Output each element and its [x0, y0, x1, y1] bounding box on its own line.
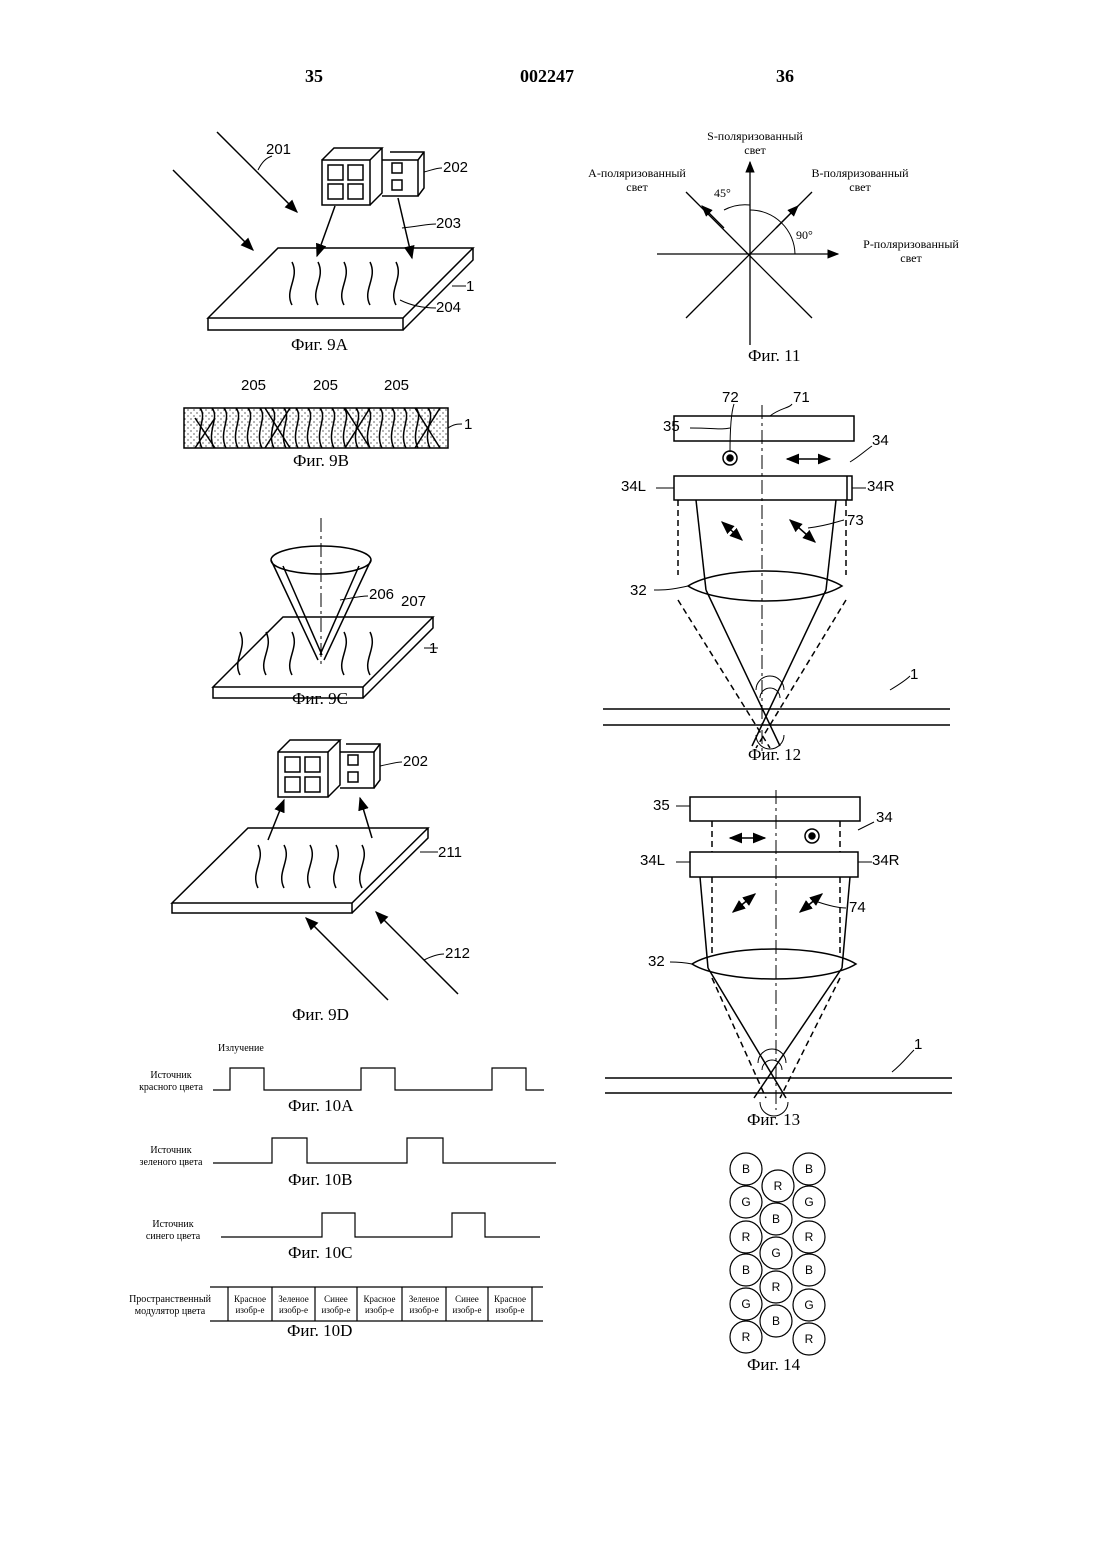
fig11-p-polarized-label: Р-поляризованныйсвет [852, 237, 970, 265]
ref-34-fig13: 34 [876, 809, 893, 826]
fig10d-cell: Зеленоеизобр-е [402, 1290, 446, 1320]
ref-34R-fig13: 34R [872, 852, 900, 869]
caption-fig10b: Фиг. 10В [288, 1170, 352, 1190]
page-number-left: 35 [305, 66, 323, 87]
fig14-circle-label: G [733, 1291, 759, 1317]
fig10d-cell: Синееизобр-е [446, 1290, 488, 1320]
ref-34-fig12: 34 [872, 432, 889, 449]
caption-fig9d: Фиг. 9D [292, 1005, 349, 1025]
caption-fig9b: Фиг. 9В [293, 451, 349, 471]
fig14-circle-label: B [733, 1156, 759, 1182]
caption-fig10d: Фиг. 10D [287, 1321, 352, 1341]
fig14-circle-label: R [733, 1224, 759, 1250]
fig10-waveforms [210, 1068, 556, 1321]
fig9d-drawing [172, 740, 458, 1000]
caption-fig10a: Фиг. 10А [288, 1096, 353, 1116]
ref-32-fig13: 32 [648, 953, 665, 970]
fig10-red-source-label: Источниккрасного цвета [128, 1070, 214, 1094]
fig11-s-polarized-label: S-поляризованныйсвет [700, 129, 810, 157]
fig14-circle-label: R [796, 1224, 822, 1250]
ref-1-fig12: 1 [910, 666, 918, 683]
fig10d-cell: Красноеизобр-е [357, 1290, 402, 1320]
ref-72: 72 [722, 389, 739, 406]
ref-202-fig9d: 202 [403, 753, 428, 770]
ref-206: 206 [369, 586, 394, 603]
ref-205-c: 205 [384, 377, 409, 394]
fig14-circle-label: B [763, 1308, 789, 1334]
fig14-circle-label: G [733, 1189, 759, 1215]
caption-fig13: Фиг. 13 [747, 1110, 800, 1130]
fig14-circle-label: B [796, 1156, 822, 1182]
fig10d-cell: Зеленоеизобр-е [272, 1290, 315, 1320]
ref-1-fig13: 1 [914, 1036, 922, 1053]
fig14-circle-label: B [796, 1257, 822, 1283]
document-number: 002247 [520, 66, 574, 87]
fig14-circle-label: R [796, 1326, 822, 1352]
fig11-b-polarized-label: В-поляризованныйсвет [800, 166, 920, 194]
fig10d-cell: Красноеизобр-е [228, 1290, 272, 1320]
caption-fig11: Фиг. 11 [748, 346, 800, 366]
fig14-circle-label: R [765, 1173, 791, 1199]
fig10d-cell: Красноеизобр-е [488, 1290, 532, 1320]
ref-205-a: 205 [241, 377, 266, 394]
ref-202: 202 [443, 159, 468, 176]
fig12-drawing [603, 404, 950, 755]
page-number-right: 36 [776, 66, 794, 87]
caption-fig9a: Фиг. 9А [291, 335, 348, 355]
fig11-angle-90: 90° [796, 228, 813, 242]
caption-fig9c: Фиг. 9С [292, 689, 348, 709]
fig9b-drawing [184, 408, 462, 448]
caption-fig14: Фиг. 14 [747, 1355, 800, 1375]
ref-35-fig12: 35 [663, 418, 680, 435]
ref-71: 71 [793, 389, 810, 406]
fig10-emission-label: Излучение [218, 1043, 264, 1055]
ref-211: 211 [438, 844, 462, 861]
ref-34L-fig12: 34L [621, 478, 646, 495]
fig14-circle-label: R [733, 1324, 759, 1350]
ref-73: 73 [847, 512, 864, 529]
caption-fig10c: Фиг. 10С [288, 1243, 352, 1263]
fig10d-cell: Синееизобр-е [315, 1290, 357, 1320]
ref-205-b: 205 [313, 377, 338, 394]
ref-32-fig12: 32 [630, 582, 647, 599]
fig11-a-polarized-label: А-поляризованныйсвет [582, 166, 692, 194]
ref-212: 212 [445, 945, 470, 962]
fig14-circle-label: G [763, 1240, 789, 1266]
fig14-circle-label: B [763, 1206, 789, 1232]
fig14-circle-label: R [763, 1274, 789, 1300]
ref-203: 203 [436, 215, 461, 232]
fig11-angle-45: 45° [714, 186, 731, 200]
ref-35-fig13: 35 [653, 797, 670, 814]
fig14-circle-label: B [733, 1257, 759, 1283]
fig14-circle-label: G [796, 1189, 822, 1215]
ref-201: 201 [266, 141, 291, 158]
ref-34R-fig12: 34R [867, 478, 895, 495]
fig10-blue-source-label: Источниксинего цвета [128, 1219, 218, 1243]
ref-207: 207 [401, 593, 426, 610]
fig14-circle-label: G [796, 1292, 822, 1318]
ref-1-fig9b: 1 [464, 416, 472, 433]
ref-204: 204 [436, 299, 461, 316]
fig10-green-source-label: Источникзеленого цвета [128, 1145, 214, 1169]
ref-34L-fig13: 34L [640, 852, 665, 869]
ref-74: 74 [849, 899, 866, 916]
caption-fig12: Фиг. 12 [748, 745, 801, 765]
fig9a-drawing [173, 132, 473, 330]
ref-1-fig9a: 1 [466, 278, 474, 295]
fig10-modulator-label: Пространственныймодулятор цвета [128, 1294, 212, 1318]
ref-1-fig9c: 1 [429, 640, 437, 657]
